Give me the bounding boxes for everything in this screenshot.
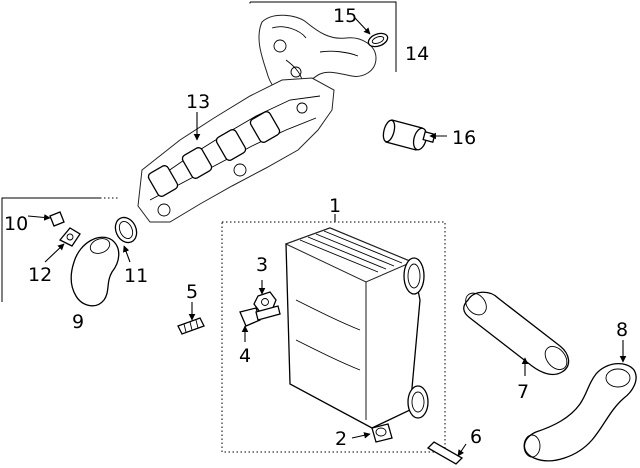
callout-3: 3 — [256, 254, 268, 276]
fitting — [58, 227, 81, 247]
pin — [426, 441, 464, 465]
hose-clamp — [114, 216, 138, 244]
callout-1: 1 — [329, 195, 341, 217]
screw — [49, 211, 65, 227]
intercooler — [284, 227, 429, 429]
callout-15: 15 — [333, 5, 357, 27]
callout-4: 4 — [239, 345, 251, 367]
sensor — [382, 119, 436, 151]
callout-9: 9 — [72, 311, 84, 333]
stud — [177, 317, 205, 335]
callout-13: 13 — [186, 91, 210, 113]
callout-5: 5 — [186, 281, 198, 303]
intake-manifold — [137, 77, 335, 223]
callout-2: 2 — [335, 428, 347, 450]
outlet-hose — [463, 291, 570, 376]
callout-8: 8 — [616, 319, 628, 341]
callout-10: 10 — [4, 213, 28, 235]
callouts: 1 2 3 4 5 6 7 8 9 10 11 12 13 14 15 16 — [4, 5, 628, 450]
callout-16: 16 — [452, 127, 476, 149]
leader-lines — [27, 17, 627, 457]
clamp — [367, 32, 389, 48]
grommet — [371, 423, 393, 443]
callout-6: 6 — [470, 426, 482, 448]
bolt — [239, 305, 281, 327]
inlet-hose — [70, 236, 120, 307]
callout-11: 11 — [124, 265, 148, 287]
inlet-hose-group-frame — [1, 197, 118, 302]
callout-14: 14 — [405, 43, 429, 65]
callout-7: 7 — [517, 381, 529, 403]
callout-12: 12 — [28, 264, 52, 286]
curved-hose — [523, 363, 637, 462]
intake-manifold-group-frame — [249, 1, 397, 72]
